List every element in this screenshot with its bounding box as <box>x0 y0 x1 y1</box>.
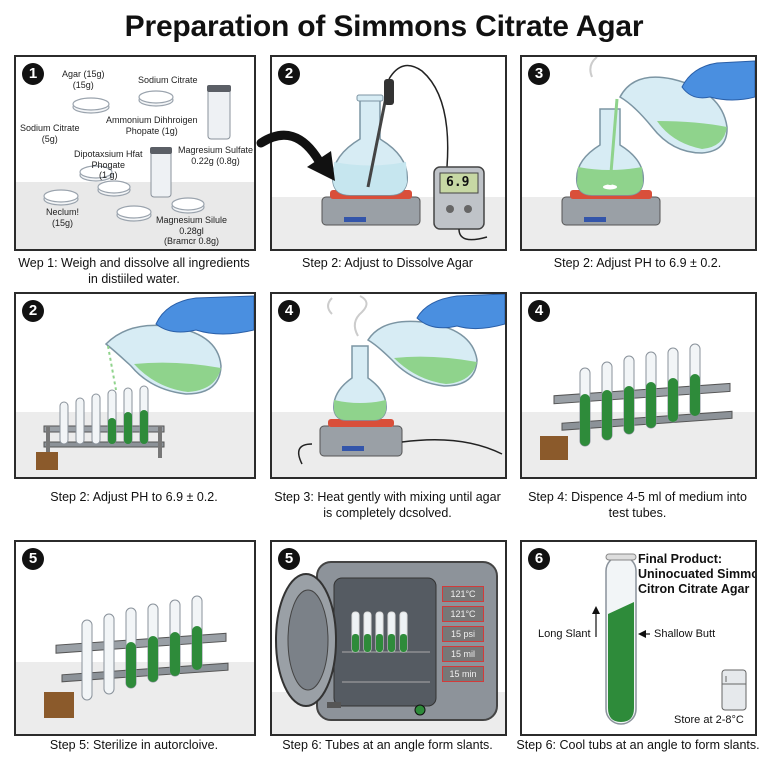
curved-arrow-icon <box>256 130 335 181</box>
ingredient-label-dipotassium: Dipotaxsium Hfat Phogate (1 g) <box>74 149 143 180</box>
ingredient-label-agar: Agar (15g) (15g) <box>62 69 105 90</box>
step-badge: 4 <box>528 300 550 322</box>
step-3-caption: Step 2: Adjust PH to 6.9 ± 0.2. <box>553 256 722 270</box>
ingredient-label-sodium-citrate-left: Sodium Citrate (5g) <box>20 123 80 144</box>
panel-step-4: 2 <box>14 292 256 479</box>
page-title: Preparation of Simmons Citrate Agar <box>124 10 644 43</box>
step-2-caption: Step 2: Adjust to Dissolve Agar <box>302 256 473 270</box>
step-badge: 6 <box>528 548 550 570</box>
step-8-caption: Step 6: Tubes at an angle form slants. <box>282 738 493 752</box>
step-5-caption: Step 3: Heat gently with mixing until ag… <box>274 490 501 520</box>
autoclave-readout-3: 15 psi <box>442 626 484 642</box>
step-9-caption: Step 6: Cool tubs at an angle to form sl… <box>516 738 760 752</box>
step-badge: 1 <box>22 63 44 85</box>
panel-step-1: 1 Agar (15g) (15g) Sodium Citrate Ammoni… <box>14 55 256 251</box>
step-badge: 2 <box>278 63 300 85</box>
panel-step-6: 4 <box>520 292 757 479</box>
step-7-caption: Step 5: Sterilize in autorcloive. <box>49 738 219 752</box>
autoclave-readout-5: 15 min <box>442 666 484 682</box>
long-slant-label: Long Slant <box>538 628 591 640</box>
panel-step-2: 2 6.9 <box>270 55 507 251</box>
step-4-caption: Step 2: Adjust PH to 6.9 ± 0.2. <box>50 490 218 504</box>
step-badge: 3 <box>528 63 550 85</box>
ingredient-label-sodium-citrate-top: Sodium Citrate <box>138 75 198 85</box>
ingredient-label-neclum: Neclum! (15g) <box>46 207 80 228</box>
heating-illustration <box>272 294 505 477</box>
step-badge: 5 <box>22 548 44 570</box>
ingredient-label-magnesium-silule: Magnesium Silule 0.28gl (Bramcr 0.8g) <box>156 215 228 246</box>
step-badge: 4 <box>278 300 300 322</box>
sterilize-rack-illustration <box>16 595 254 734</box>
ph-meter-display: 6.9 <box>446 175 470 190</box>
shallow-butt-label: Shallow Butt <box>654 628 716 640</box>
panel-step-9: 6 Final Product: Uninocuated Simmons Cit… <box>520 540 757 736</box>
pouring-illustration <box>522 57 755 249</box>
stirrer-illustration <box>272 64 505 249</box>
step-badge: 5 <box>278 548 300 570</box>
step-badge: 2 <box>22 300 44 322</box>
final-tube-illustration <box>592 553 747 725</box>
autoclave-readout-1: 121°C <box>442 586 484 602</box>
dispensing-illustration <box>16 295 254 477</box>
storage-label: Store at 2-8°C <box>674 714 744 726</box>
step-6-caption: Step 4: Dispence 4-5 ml of medium into t… <box>528 490 747 520</box>
autoclave-readout-4: 15 mil <box>442 646 484 662</box>
ingredient-label-ammonium: Ammonium Dihhroigen Phopate (1g) <box>106 115 198 136</box>
autoclave-readout-2: 121°C <box>442 606 484 622</box>
ingredient-label-magnesium-sulfate: Magresium Sulfate 0.22g (0.8g) <box>178 145 254 166</box>
panel-step-8: 5 121°C 121°C 15 psi 15 mil 15 min <box>270 540 507 736</box>
ingredients-illustration <box>16 85 254 249</box>
panel-step-5: 4 <box>270 292 507 479</box>
panel-step-7: 5 <box>14 540 256 736</box>
panel-step-3: 3 <box>520 55 757 251</box>
step-1-caption: Wep 1: Weigh and dissolve all ingredient… <box>18 256 250 286</box>
tube-rack-illustration <box>522 343 755 477</box>
final-product-title: Final Product: Uninocuated Simmons Citro… <box>638 552 757 596</box>
